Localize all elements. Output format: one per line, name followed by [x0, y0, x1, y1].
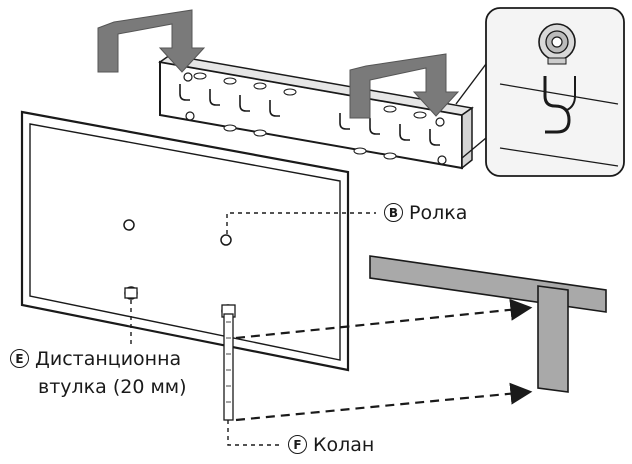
label-strap: F Колан [288, 434, 374, 456]
label-spacer: E Дистанционна [10, 348, 181, 370]
connection-arrow-top [235, 298, 533, 340]
strap-label-text: Колан [313, 434, 375, 456]
spacer-label-line2-text: втулка (20 мм) [38, 376, 187, 398]
tv-back-panel [20, 110, 350, 372]
strap-part [223, 313, 234, 421]
screw-hole-top-left [123, 219, 135, 231]
label-roller: B Ролка [384, 202, 467, 224]
label-spacer-line2: втулка (20 мм) [38, 376, 187, 398]
leader-strap [227, 420, 282, 446]
strap-letter-badge: F [288, 435, 307, 454]
spacer-label-line1: Дистанционна [35, 348, 182, 370]
spacer-letter-badge: E [10, 349, 29, 368]
hang-arrows [97, 9, 460, 119]
hang-arrow-right [349, 53, 460, 119]
connection-arrows [235, 298, 533, 422]
screw-hole-top-right [220, 234, 232, 246]
hook-detail-icon [543, 76, 571, 134]
detail-inset [455, 7, 625, 177]
connection-arrow-bottom [235, 382, 533, 422]
roller-label-text: Ролка [409, 202, 468, 224]
roller-letter-badge: B [384, 203, 403, 222]
stand-support [369, 255, 607, 393]
hang-arrow-left [97, 9, 206, 73]
wall-bracket [158, 54, 474, 170]
roller-detail-icon [538, 23, 576, 65]
leader-lines [130, 212, 376, 446]
leader-roller [226, 212, 376, 234]
bracket-hooks [179, 84, 440, 146]
